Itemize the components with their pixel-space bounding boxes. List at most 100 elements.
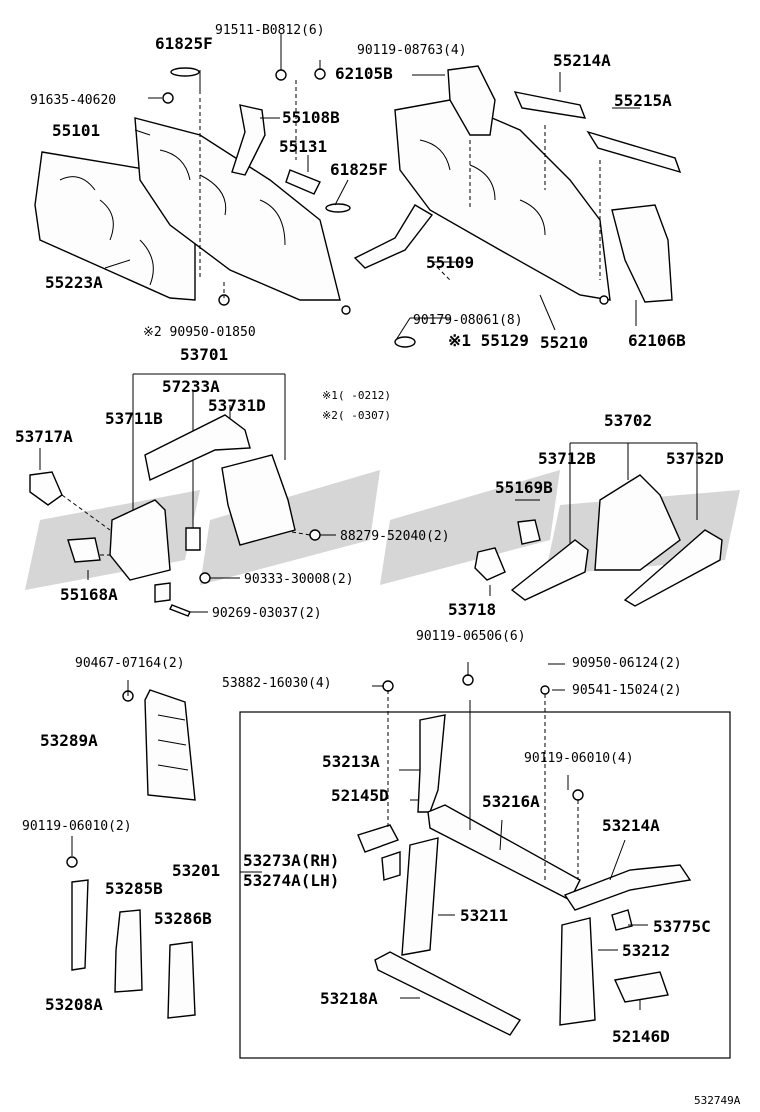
label-53718: 53718 xyxy=(448,600,496,619)
label-55210: 55210 xyxy=(540,333,588,352)
note-1-text: ( -0212) xyxy=(338,389,391,402)
label-55108B: 55108B xyxy=(282,108,340,127)
label-90950-06124: 90950-06124(2) xyxy=(572,656,682,671)
diagram-id: 532749A xyxy=(694,1094,741,1107)
reinforcement-55215A xyxy=(586,130,682,174)
apron-part-53712B xyxy=(510,539,589,601)
leader-lines-bottom xyxy=(71,662,648,1010)
label-62106B: 62106B xyxy=(628,331,686,350)
support-left-53289A xyxy=(144,689,196,801)
label-52145D: 52145D xyxy=(331,786,389,805)
label-53201: 53201 xyxy=(172,861,220,880)
label-53775C: 53775C xyxy=(653,917,711,936)
label-53213A: 53213A xyxy=(322,752,380,771)
label-53218A: 53218A xyxy=(320,989,378,1008)
bracket-52146D xyxy=(613,971,669,1003)
bracket-53273A xyxy=(381,851,401,881)
label-57233A: 57233A xyxy=(162,377,220,396)
fasteners-middle xyxy=(169,529,321,617)
apron-part-53731D xyxy=(221,454,296,546)
label-90119-06010-4: 90119-06010(4) xyxy=(524,751,634,766)
side-member-53212 xyxy=(559,917,596,1026)
hole-plug-55129 xyxy=(394,336,416,348)
label-90541: 90541-15024(2) xyxy=(572,683,682,698)
label-91635: 91635-40620 xyxy=(30,93,116,108)
label-53701: 53701 xyxy=(180,345,228,364)
label-53711B: 53711B xyxy=(105,409,163,428)
label-53731D: 53731D xyxy=(208,396,266,415)
label-55129: ※1 55129 xyxy=(448,331,529,350)
label-53289A: 53289A xyxy=(40,731,98,750)
label-53285B: 53285B xyxy=(105,879,163,898)
label-52146D: 52146D xyxy=(612,1027,670,1046)
label-90269: 90269-03037(2) xyxy=(212,606,322,621)
bracket-55169B xyxy=(517,519,541,545)
apron-part-53732D xyxy=(623,529,723,607)
apron-part-53702 xyxy=(594,474,681,571)
label-61825F-b: 61825F xyxy=(330,160,388,179)
lower-crossmember-53218A xyxy=(374,951,522,1036)
brace-53208A xyxy=(71,879,89,971)
label-91511: 91511-B0812(6) xyxy=(215,23,325,38)
label-53214A: 53214A xyxy=(602,816,660,835)
label-53712B: 53712B xyxy=(538,449,596,468)
bracket-55109 xyxy=(353,204,434,269)
clips-top xyxy=(162,68,609,315)
upper-crossmember-53216A xyxy=(427,804,581,901)
label-53216A: 53216A xyxy=(482,792,540,811)
note-2-mark: ※2 xyxy=(322,409,338,422)
label-90119-06010-2: 90119-06010(2) xyxy=(22,819,132,834)
label-53702: 53702 xyxy=(604,411,652,430)
label-53273A: 53273A(RH) xyxy=(243,851,339,870)
bracket-53285B xyxy=(114,909,143,993)
label-55169B: 55169B xyxy=(495,478,553,497)
label-53208A: 53208A xyxy=(45,995,103,1014)
note-2-text: ( -0307) xyxy=(338,409,391,422)
bracket-53718 xyxy=(474,547,506,581)
label-53211: 53211 xyxy=(460,906,508,925)
upper-support-53214A xyxy=(563,864,692,911)
label-55131: 55131 xyxy=(279,137,327,156)
label-53212: 53212 xyxy=(622,941,670,960)
label-90119-06506: 90119-06506(6) xyxy=(416,629,526,644)
label-55214A: 55214A xyxy=(553,51,611,70)
label-90467: 90467-07164(2) xyxy=(75,656,185,671)
label-53717A: 53717A xyxy=(15,427,73,446)
reinforcement-55214A xyxy=(513,91,587,119)
radiator-support-group-box xyxy=(239,711,731,1059)
label-55168A: 55168A xyxy=(60,585,118,604)
label-55223A: 55223A xyxy=(45,273,103,292)
dash-panel-right-55210 xyxy=(394,99,611,301)
reinforcement-62106B xyxy=(611,204,673,303)
bracket-55168A xyxy=(67,537,101,563)
seal-61825F xyxy=(170,67,351,213)
bracket-52145D xyxy=(357,824,399,853)
leader-lines-top xyxy=(104,33,640,341)
label-90179: 90179-08061(8) xyxy=(413,313,523,328)
label-90119-08763: 90119-08763(4) xyxy=(357,43,467,58)
label-55101: 55101 xyxy=(52,121,100,140)
bracket-55108B xyxy=(231,104,266,176)
bracket-53775C xyxy=(611,909,633,931)
side-member-53211 xyxy=(401,837,439,956)
apron-part-57233A xyxy=(144,414,251,482)
label-55215A: 55215A xyxy=(614,91,672,110)
label-88279: 88279-52040(2) xyxy=(340,529,450,544)
label-90333: 90333-30008(2) xyxy=(244,572,354,587)
label-62105B: 62105B xyxy=(335,64,393,83)
pillar-53213A xyxy=(417,714,446,813)
pad-55131 xyxy=(285,169,321,195)
leader-lines-middle xyxy=(39,448,540,613)
reinforcement-62105B xyxy=(447,65,496,136)
label-53274A: 53274A(LH) xyxy=(243,871,339,890)
label-53286B: 53286B xyxy=(154,909,212,928)
bracket-53286B xyxy=(167,941,196,1019)
label-61825F-a: 61825F xyxy=(155,34,213,53)
label-53882: 53882-16030(4) xyxy=(222,676,332,691)
note-1-mark: ※1 xyxy=(322,389,338,402)
label-90950-01850: ※2 90950-01850 xyxy=(143,325,256,340)
bracket-53717A xyxy=(29,471,63,506)
stay-small xyxy=(154,527,201,603)
dash-panel-55101 xyxy=(134,117,341,301)
